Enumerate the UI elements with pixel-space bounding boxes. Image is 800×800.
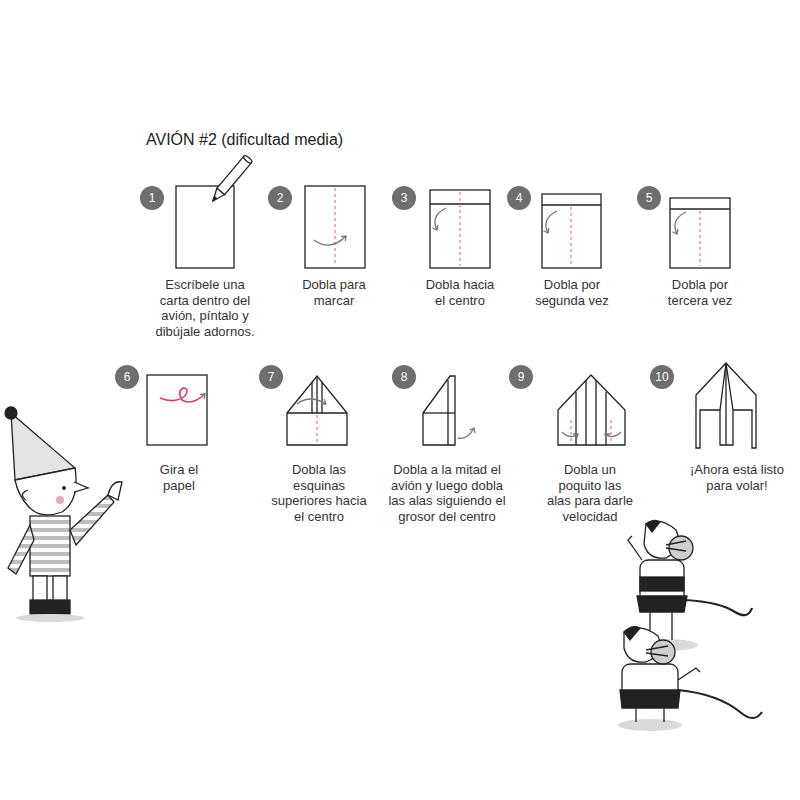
step-number-circle: 5 <box>637 186 661 210</box>
step-number-circle: 6 <box>115 365 139 389</box>
step-caption: Escríbele una carta dentro del avión, pí… <box>151 277 259 339</box>
pencil <box>209 155 253 204</box>
step-number-circle: 10 <box>650 365 674 389</box>
step-caption: ¡Ahora está listo para volar! <box>683 462 791 493</box>
step-caption: Dobla por tercera vez <box>665 277 735 308</box>
step-caption: Dobla a la mitad el avión y luego dobla … <box>388 462 506 524</box>
mouse <box>618 627 762 731</box>
step-number-circle: 1 <box>140 186 164 210</box>
step-number: 10 <box>655 371 668 383</box>
step-number: 7 <box>268 371 275 383</box>
step-caption: Dobla para marcar <box>299 277 369 308</box>
steps <box>147 155 756 448</box>
step-caption: Dobla las esquinas superiores hacia el c… <box>271 462 367 524</box>
step-number: 2 <box>277 192 284 204</box>
step-number-circle: 2 <box>268 186 292 210</box>
step-number: 4 <box>516 192 523 204</box>
step-number: 9 <box>518 371 525 383</box>
step-number-circle: 3 <box>392 186 416 210</box>
step-number-circle: 8 <box>392 365 416 389</box>
step-number: 1 <box>149 192 156 204</box>
step-number: 3 <box>401 192 408 204</box>
gnome <box>5 407 122 622</box>
step-caption: Dobla hacia el centro <box>425 277 495 308</box>
step-caption: Dobla un poquito las alas para darle vel… <box>545 462 635 524</box>
step-number-circle: 4 <box>507 186 531 210</box>
step-number: 6 <box>124 371 131 383</box>
step-number-circle: 9 <box>509 365 533 389</box>
step-number-circle: 7 <box>259 365 283 389</box>
diagram-title: AVIÓN #2 (dificultad media) <box>146 131 343 149</box>
step-caption: Dobla por segunda vez <box>532 277 612 308</box>
step-number: 5 <box>646 192 653 204</box>
step-number: 8 <box>401 371 408 383</box>
step-caption: Gira el papel <box>144 462 214 493</box>
